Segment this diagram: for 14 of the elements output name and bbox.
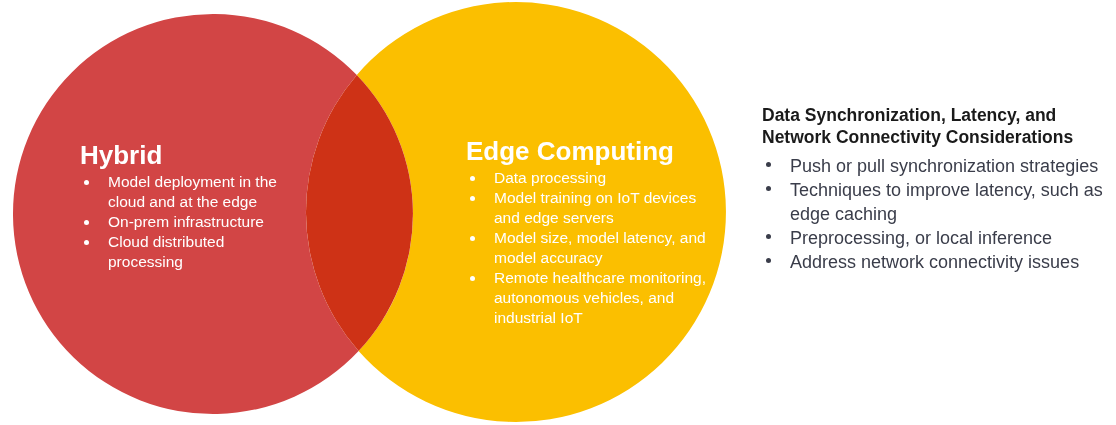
bullet-item: Model deployment in the cloud and at the edge	[80, 172, 295, 212]
circle-heading: Edge Computing	[466, 136, 675, 166]
bullet-item: On-prem infrastructure	[80, 212, 295, 232]
section-heading: Data Synchronization, Latency, and Network Connectivity Considerations	[762, 104, 1075, 148]
bullet-item: Cloud distributed processing	[80, 232, 295, 272]
circle-heading: Hybrid	[80, 140, 164, 170]
bullet-item: Remote healthcare monitoring, autonomous vehicles, and industrial IoT	[466, 268, 716, 328]
bullet-item: Data processing	[466, 168, 716, 188]
bullet-item: Techniques to improve latency, such as edge caching	[762, 178, 1112, 226]
bullet-item: Model training on IoT devices and edge servers	[466, 188, 716, 228]
bullet-item: Address network connectivity issues	[762, 250, 1112, 274]
bullet-item: Preprocessing, or local inference	[762, 226, 1112, 250]
bullet-item: Push or pull synchronization strategies	[762, 154, 1112, 178]
bullet-item: Model size, model latency, and model accuracy	[466, 228, 716, 268]
